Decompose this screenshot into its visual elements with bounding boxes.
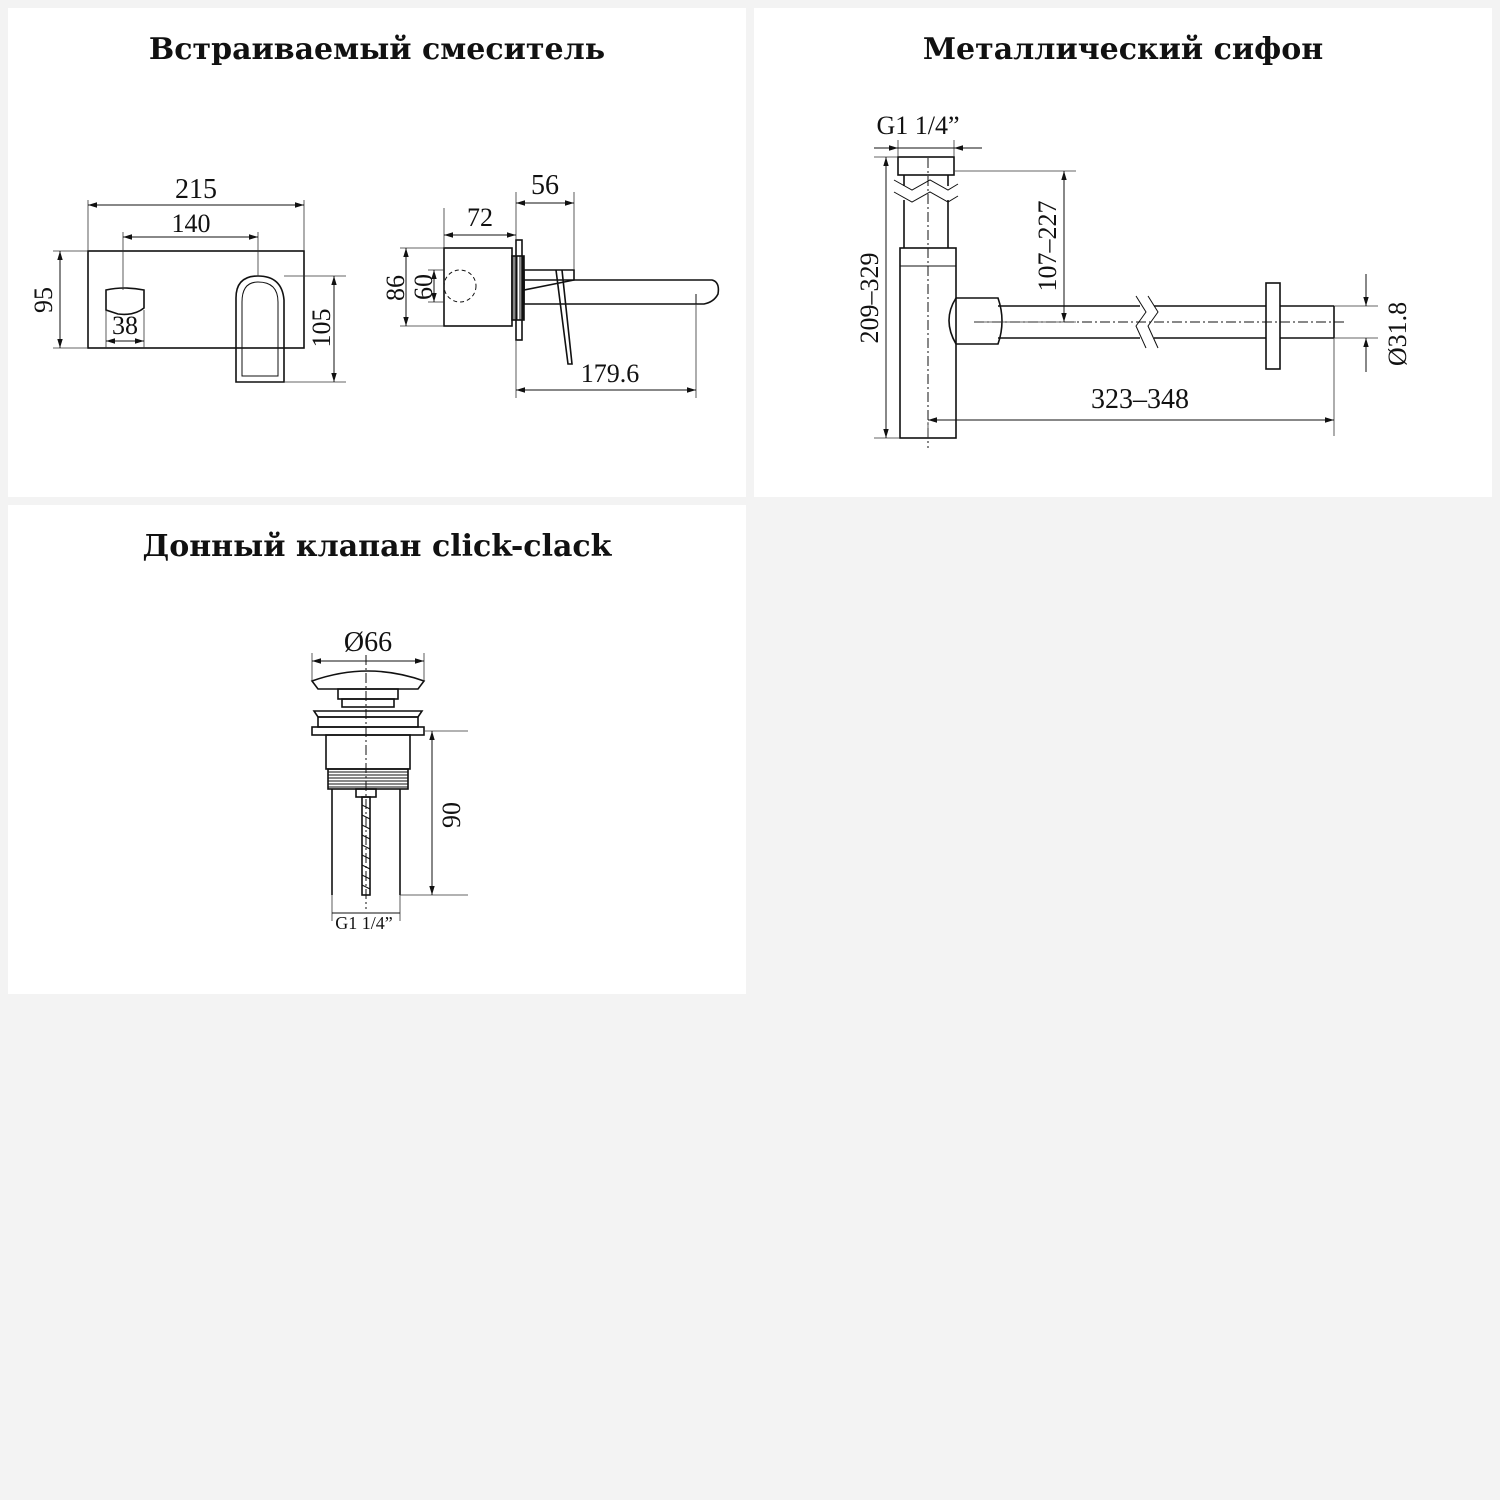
panel-title-mixer: Встраиваемый смеситель [148,32,606,67]
valve-outline [310,655,426,909]
mixer-side-view: 72 56 86 60 179.6 [381,170,720,398]
panel-drain-valve: Донный клапан click-clack [8,505,746,994]
dim-height-left: 95 [29,287,58,313]
empty-area [754,505,1492,994]
panel-wall-mixer: Встраиваемый смеситель [8,8,746,497]
siphon-drawing: G1 1/4” 209–329 107–227 323–348 Ø31.8 [855,111,1412,448]
valve-dimensions: Ø66 90 G1 1/4” [311,627,468,933]
dim-height-total: 209–329 [855,253,884,344]
dim-height-inner: 60 [409,274,438,300]
dim-thread: G1 1/4” [876,111,959,140]
mixer-drawing: 215 140 95 38 105 [29,170,720,398]
panel-title-siphon: Металлический сифон [922,32,1324,67]
dim-handle-width: 38 [112,311,138,340]
dim-width-handle: 140 [172,209,211,238]
siphon-outline [893,156,1344,448]
dim-height-body: 86 [381,275,410,301]
dim-depth-body: 72 [467,203,493,232]
dim-spout-length: 179.6 [581,359,640,388]
panel-title-valve: Донный клапан click-clack [142,529,612,564]
panel-metal-siphon: Металлический сифон [754,8,1492,497]
dim-depth-plate: 56 [531,170,559,201]
mixer-front-view: 215 140 95 38 105 [29,174,346,383]
dim-height: 90 [437,802,466,828]
valve-drawing: Ø66 90 G1 1/4” [310,627,468,933]
dim-length: 323–348 [1091,384,1189,415]
dim-thread-valve: G1 1/4” [335,913,393,933]
dim-height-adjust: 107–227 [1033,201,1062,292]
dim-cap-diameter: Ø66 [344,627,392,658]
dim-pipe-diameter: Ø31.8 [1383,302,1412,366]
siphon-dimensions: G1 1/4” 209–329 107–227 323–348 Ø31.8 [855,111,1412,439]
dim-height-right: 105 [307,309,336,348]
dim-width-total: 215 [175,174,217,205]
